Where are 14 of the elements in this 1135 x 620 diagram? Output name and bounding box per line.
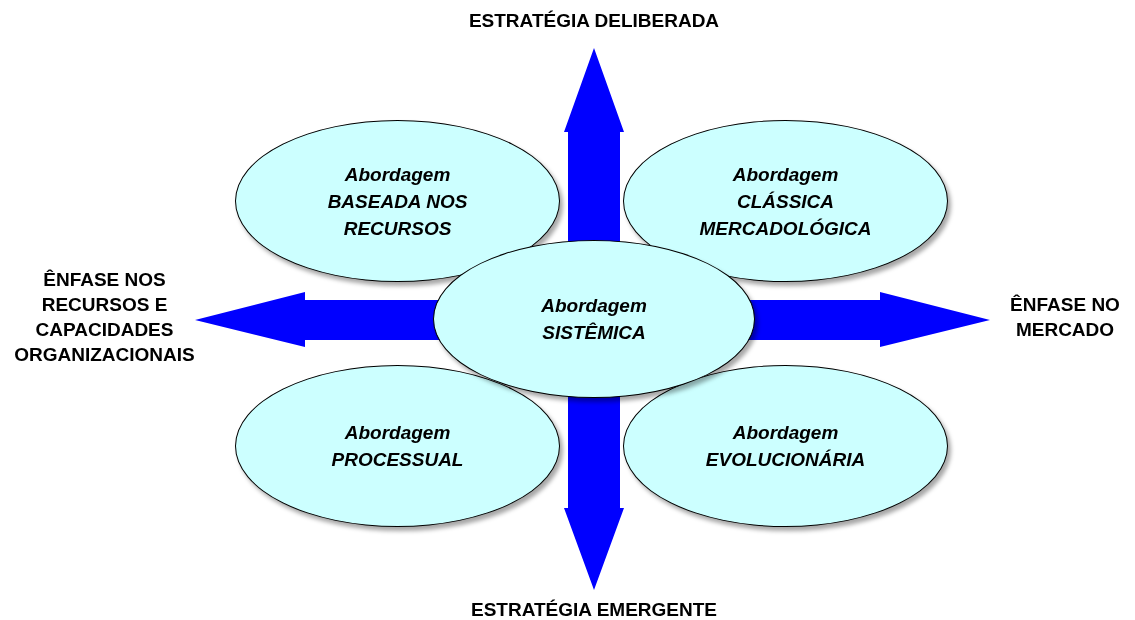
axis-label: ESTRATÉGIA EMERGENTE	[470, 598, 718, 620]
ellipse-text: BASEADA NOS RECURSOS	[326, 189, 469, 241]
ellipse-heading: Abordagem	[732, 162, 839, 187]
axis-label: ÊNFASE NO MERCADO	[1009, 293, 1121, 342]
ellipse-heading: Abordagem	[541, 294, 647, 318]
ellipse-text: EVOLUCIONÁRIA	[705, 448, 866, 472]
axis-label: ESTRATÉGIA DELIBERADA	[467, 9, 721, 33]
ellipse-text: CLÁSSICA MERCADOLÓGICA	[698, 189, 873, 241]
ellipse-text: SISTÊMICA	[542, 321, 646, 345]
ellipse-heading: Abordagem	[732, 421, 839, 445]
ellipse-heading: Abordagem	[344, 421, 451, 445]
ellipse-text: PROCESSUAL	[331, 448, 464, 472]
axis-label: ÊNFASE NOS RECURSOS E CAPACIDADES ORGANIZACIONAIS	[13, 268, 196, 367]
ellipse-heading: Abordagem	[344, 162, 451, 187]
